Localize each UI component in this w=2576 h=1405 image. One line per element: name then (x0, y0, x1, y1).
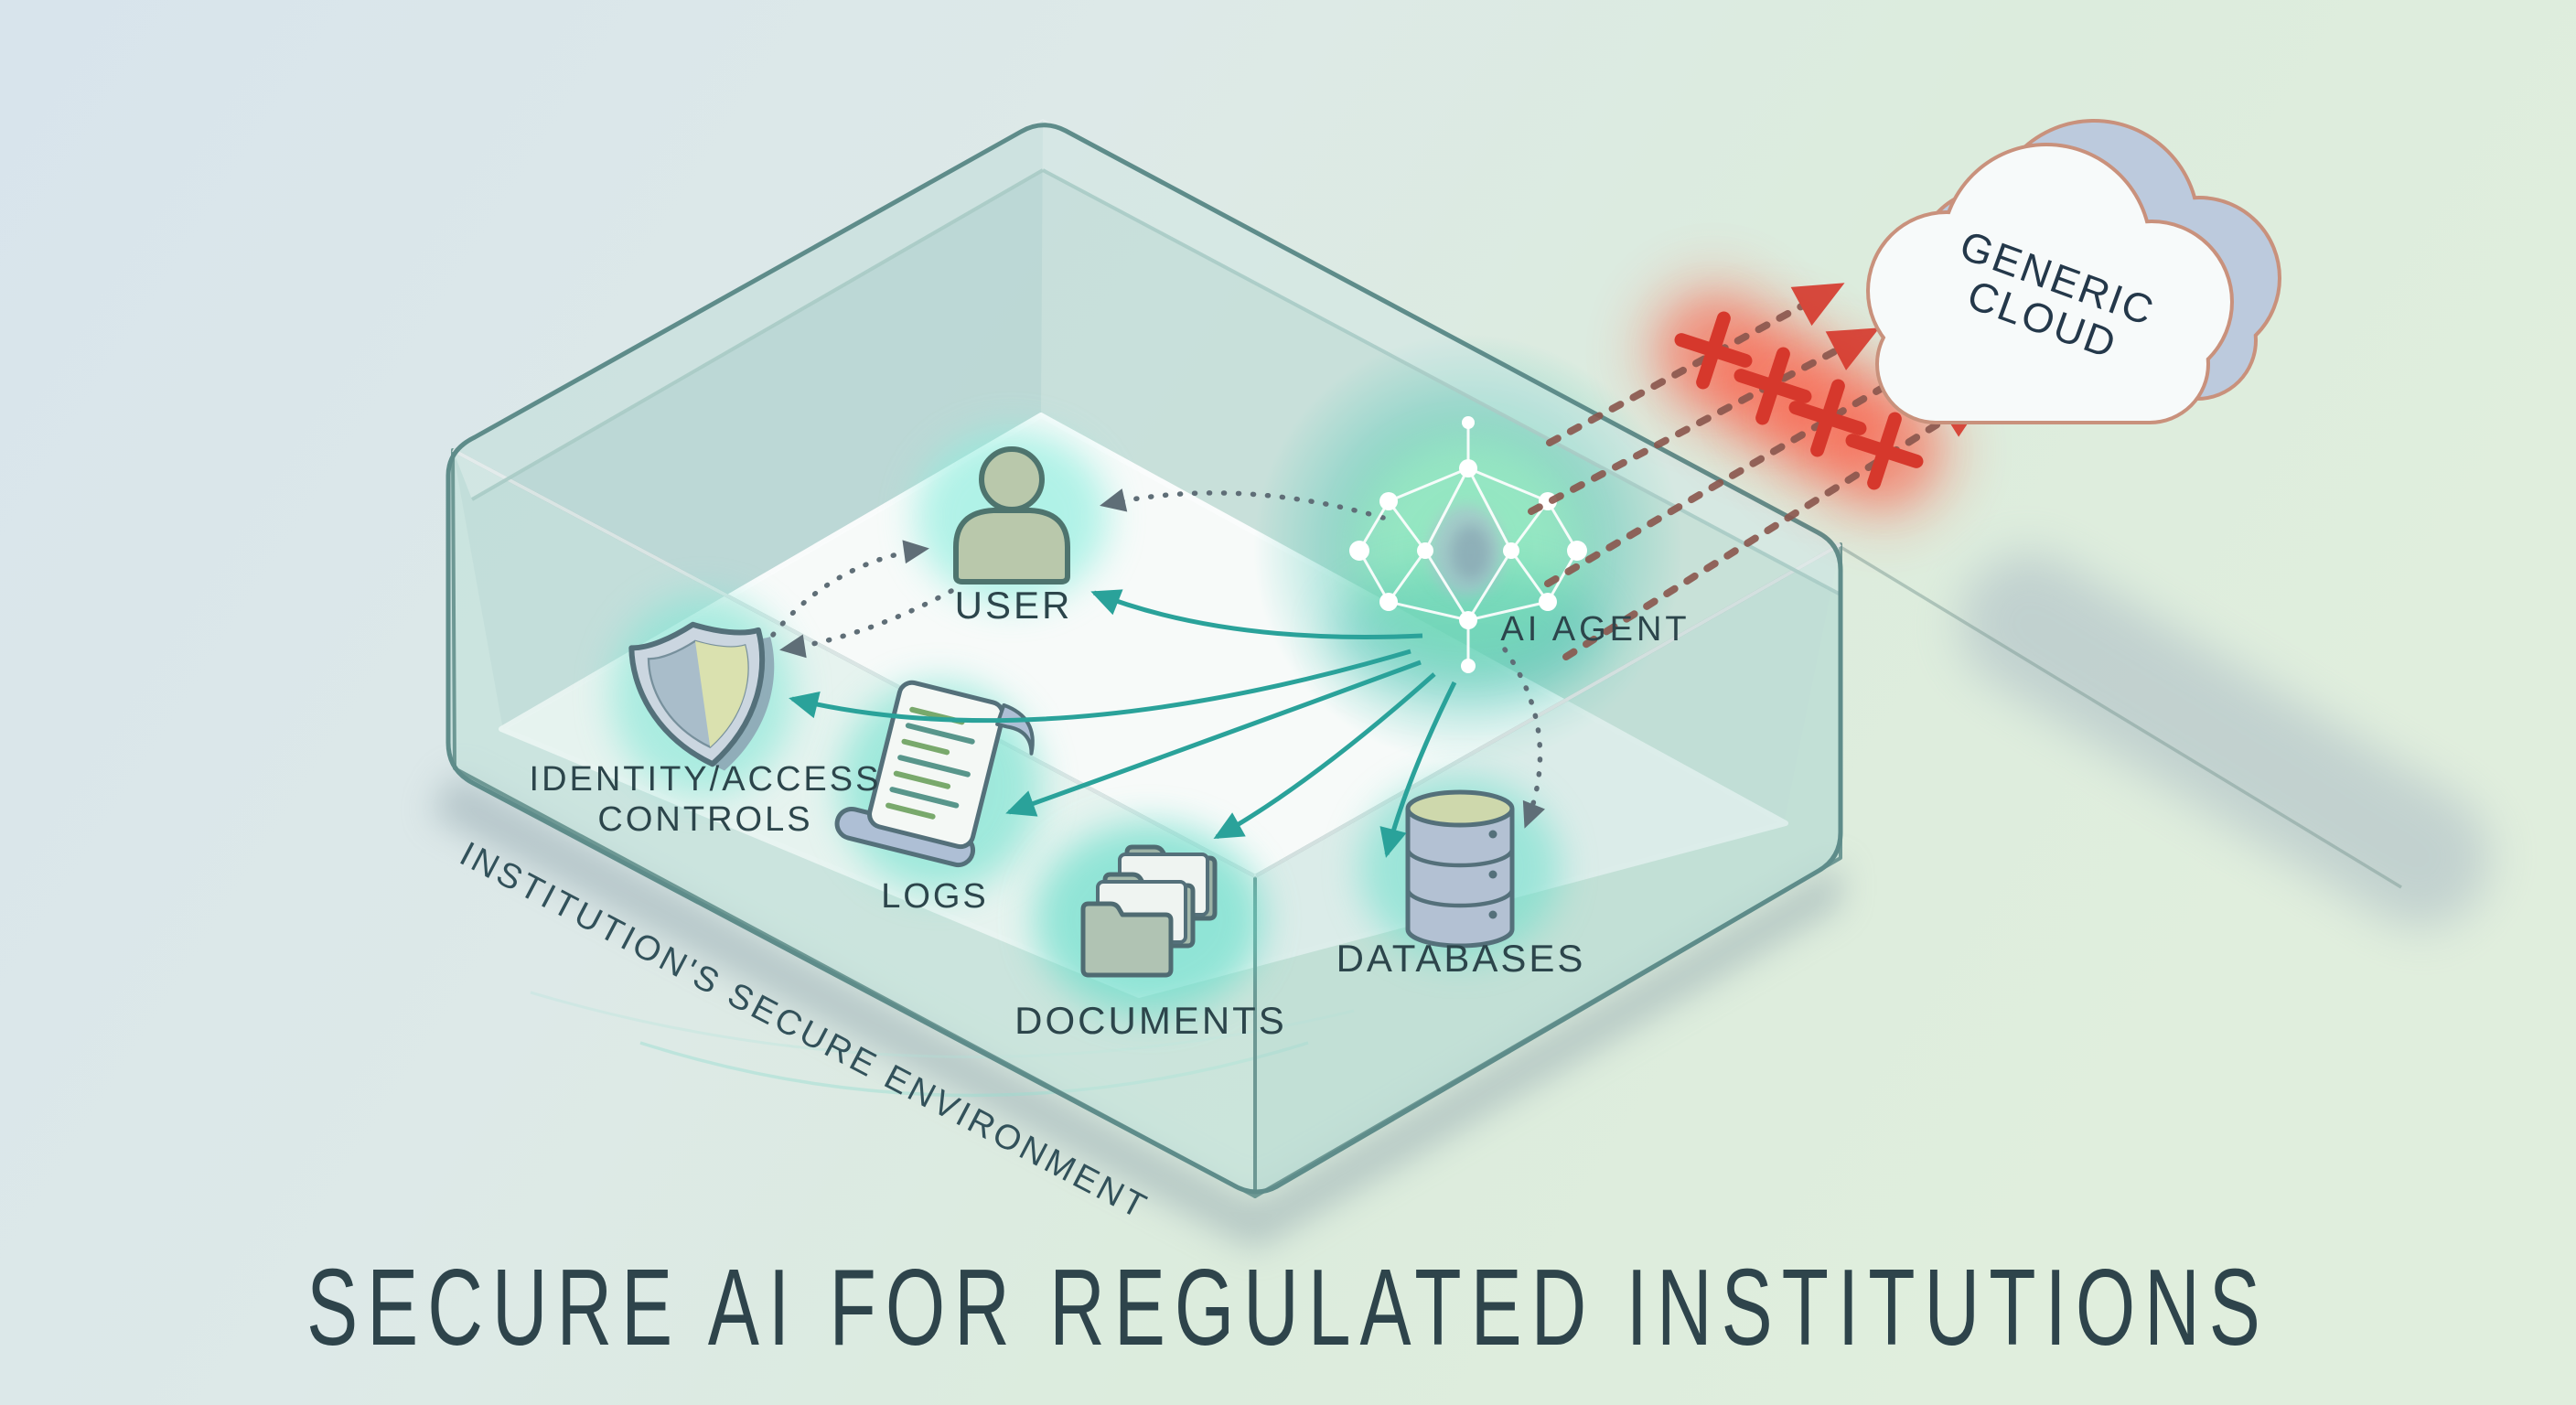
floor-swoosh-line (530, 991, 1355, 1058)
shield-icon (628, 621, 775, 771)
arrow-agent-documents (1213, 672, 1436, 840)
glass-edge-highlight (452, 448, 1256, 878)
rim-band-left (453, 119, 1043, 499)
rim-inner-line (471, 168, 1044, 501)
page-title: SECURE AI FOR REGULATED INSTITUTIONS (306, 1246, 2270, 1367)
user-label: USER (955, 584, 1073, 627)
floor-swoosh-line (639, 1041, 1309, 1098)
dotted-flow-arrows (770, 488, 1545, 829)
folders-icon (1080, 844, 1218, 978)
ai-network-icon (1349, 416, 1587, 673)
arrow-agent-databases (1379, 681, 1457, 858)
box-back-left-wall (453, 121, 1043, 730)
rim-band-right (1043, 119, 1841, 595)
ground-line (1840, 545, 2402, 889)
box-shadow (430, 773, 1841, 1249)
identity-label-line1: IDENTITY/ACCESS (530, 760, 882, 799)
rim-inner-line (1042, 168, 1841, 596)
arrow-agent-logs (1005, 660, 1422, 817)
user-icon (953, 446, 1070, 585)
arrow-agent-databases-dotted (1502, 647, 1545, 829)
glass-edge-highlight (1254, 542, 1841, 878)
title-text: SECURE AI FOR REGULATED INSTITUTIONS (306, 1246, 2270, 1367)
cloud-icon: GENERIC CLOUD (1866, 119, 2281, 424)
arrow-agent-user-dotted (1100, 488, 1386, 520)
arrow-agent-user (1090, 589, 1423, 639)
arrow-agent-identity (789, 649, 1411, 724)
cloud-front-face (1866, 143, 2234, 424)
blocked-line (1528, 327, 1880, 515)
documents-label: DOCUMENTS (1014, 999, 1287, 1042)
cloud-shadow (1959, 552, 2491, 928)
agent-to-resource-arrows (789, 589, 1457, 858)
identity-label-line2: CONTROLS (597, 800, 812, 839)
network-nodes (1349, 416, 1587, 673)
ai-agent-label: AI AGENT (1500, 610, 1690, 649)
x-mark-icon (1674, 311, 1924, 490)
scroll-icon (834, 680, 1035, 868)
blocked-line (1546, 283, 1845, 446)
arrow-identity-user-dotted (770, 540, 929, 638)
box-outline (445, 123, 1843, 1195)
databases-label: DATABASES (1336, 937, 1586, 980)
blocked-line (1562, 391, 1990, 660)
database-icon (1405, 789, 1515, 949)
logs-label: LOGS (881, 877, 989, 916)
blocked-line (1544, 357, 1935, 587)
